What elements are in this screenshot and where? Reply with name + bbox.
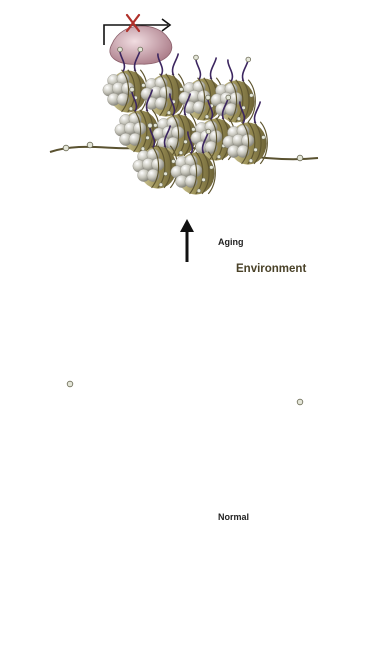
methyl-group [63, 145, 69, 151]
methyl-group [249, 159, 253, 163]
methyl-group [297, 399, 303, 405]
repressor-complex [110, 26, 172, 64]
methyl-group [138, 47, 143, 52]
methyl-group [118, 47, 123, 52]
methyl-group [237, 117, 241, 121]
methyl-group [194, 55, 199, 60]
methyl-group [146, 136, 150, 140]
histone-tail [243, 59, 249, 81]
methyl-group [130, 87, 135, 92]
methyl-group [246, 57, 251, 62]
methyl-group [217, 155, 221, 159]
methyl-group [129, 107, 133, 111]
methyl-group [148, 123, 153, 128]
methyl-group [180, 87, 184, 91]
methyl-group [142, 83, 146, 87]
environment-label: Environment [236, 263, 306, 275]
methyl-group [87, 142, 93, 148]
histone-tail [211, 57, 217, 79]
aging-label: Aging [218, 237, 244, 247]
methyl-group [184, 140, 188, 144]
methyl-group [250, 93, 254, 97]
methyl-group [206, 95, 211, 100]
methyl-group [67, 381, 73, 387]
up-arrow-icon [180, 219, 194, 262]
methyl-group [164, 172, 168, 176]
methyl-group [226, 95, 231, 100]
methyl-group [254, 148, 258, 152]
methyl-group [262, 135, 266, 139]
aged-chromatin [50, 15, 318, 195]
methyl-group [179, 151, 183, 155]
methyl-group [202, 178, 206, 182]
histone-tail [196, 57, 201, 79]
methyl-group [197, 189, 201, 193]
methyl-group [172, 159, 176, 163]
normal-label: Normal [218, 512, 249, 522]
histone-tail [173, 53, 179, 75]
methyl-group [205, 115, 209, 119]
compact-nucleosome-array [103, 26, 267, 195]
methyl-group [206, 129, 211, 134]
methyl-group [167, 111, 171, 115]
methyl-group [297, 155, 303, 161]
methyl-group [210, 165, 214, 169]
methyl-group [154, 123, 158, 127]
methyl-group [192, 127, 196, 131]
methyl-group [141, 147, 145, 151]
histone-tail [228, 59, 233, 81]
nucleosome [211, 57, 255, 123]
methyl-group [159, 183, 163, 187]
